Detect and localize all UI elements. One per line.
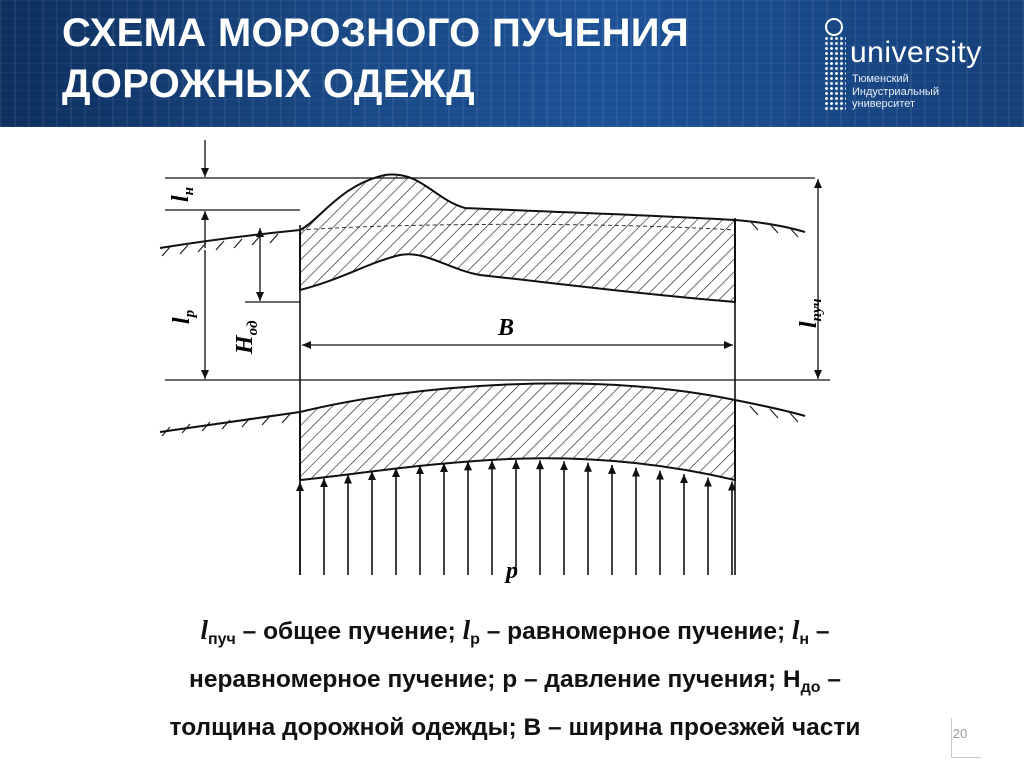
text-line-2b: – [820,666,841,693]
left-ground-hatch [161,233,291,437]
text-l-n: – [809,618,830,645]
label-l-n: lн [168,187,197,202]
logo-sub-line-2: Индустриальный [852,85,939,98]
title-line-2: ДОРОЖНЫХ ОДЕЖД [62,62,475,106]
legend-caption: lпуч – общее пучение; lр – равномерное п… [20,610,1010,748]
sub-do: до [800,679,821,696]
logo-sub-line-3: университет [852,98,916,110]
sym-l-r: l [462,615,471,645]
university-logo: university Тюменский Индустриальный унив… [816,10,1006,115]
page-number-tick [951,757,981,758]
title-line-1: СХЕМА МОРОЗНОГО ПУЧЕНИЯ [62,11,689,55]
text-l-puch: – общее пучение; [235,618,463,645]
label-b: B [497,315,514,341]
label-h-od: Hод [232,320,261,355]
caption-line-1: lпуч – общее пучение; lр – равномерное п… [20,610,1010,660]
text-line-2a: неравномерное пучение; р – давление пуче… [189,666,801,693]
sym-l-n: l [791,615,800,645]
slide-header: СХЕМА МОРОЗНОГО ПУЧЕНИЯ ДОРОЖНЫХ ОДЕЖД u… [0,0,1024,127]
upper-ground-left [159,229,301,249]
slide-title: СХЕМА МОРОЗНОГО ПУЧЕНИЯ ДОРОЖНЫХ ОДЕЖД [62,8,762,110]
frost-heave-diagram: lн lр Hод lпуч B p [159,140,830,584]
label-p: p [504,558,518,584]
caption-line-3: толщина дорожной одежды; В – ширина прое… [169,714,861,741]
text-l-r: – равномерное пучение; [479,618,792,645]
logo-wordmark: university [850,36,982,69]
upper-pavement-layer [299,173,736,304]
header-texture [0,0,1024,127]
sym-l-puch: l [200,615,208,645]
lower-pavement-layer [299,382,736,482]
reference-lines [165,177,830,381]
right-ground-hatch [749,220,799,423]
logo-dot-pattern [824,36,846,112]
label-l-puch: lпуч [796,298,825,328]
logo-subtitle: Тюменский Индустриальный университет [852,73,939,111]
sub-r: р [470,631,480,648]
sub-n: н [799,631,810,648]
pressure-arrows [296,460,736,575]
caption-line-2: неравномерное пучение; р – давление пуче… [20,660,1010,708]
upper-ground-right [734,219,806,233]
sub-puch: пуч [207,631,236,648]
globe-icon [825,18,843,36]
lower-ground-right [734,399,806,417]
page-number: 20 [952,726,968,741]
upper-dashed-base [299,223,736,231]
lower-ground-left [159,411,301,433]
page-number-bar [951,718,952,758]
label-l-r: lр [169,309,198,324]
logo-sub-line-1: Тюменский [852,73,909,85]
